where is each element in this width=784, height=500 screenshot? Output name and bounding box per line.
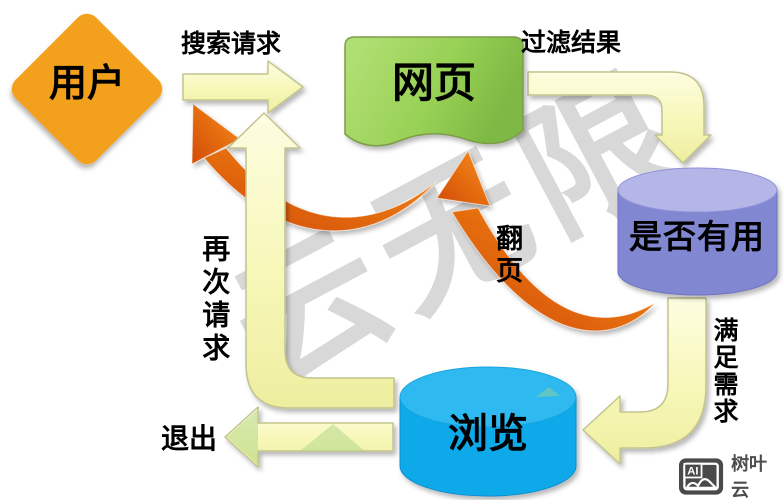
watermark-leaf-fragments	[227, 387, 560, 465]
curved-arrow-page-turn	[436, 149, 656, 332]
edge-request-again-label: 再次请求	[199, 234, 231, 366]
node-user-diamond	[11, 13, 163, 165]
arrow-search-request	[182, 60, 304, 114]
node-browse-label: 浏览	[448, 412, 528, 456]
logo-brand-name: 树叶云	[731, 454, 768, 500]
ai-image-icon: AI	[678, 457, 724, 495]
arrow-request-again-up	[227, 112, 395, 409]
node-browse-cylinder	[399, 366, 577, 497]
mountains-icon	[685, 477, 717, 489]
edge-search-request-label: 搜索请求	[181, 30, 282, 58]
edge-filter-results-label: 过滤结果	[521, 29, 622, 57]
arrow-filter-results	[527, 71, 712, 164]
node-useful-label: 是否有用	[629, 218, 765, 255]
logo-ai-text: AI	[687, 465, 698, 477]
edge-exit-label: 退出	[161, 423, 218, 454]
brand-logo: AI 树叶云	[678, 450, 784, 500]
arrow-satisfy-needs	[582, 297, 707, 465]
node-webpage-document	[344, 36, 524, 147]
edge-satisfy-needs-label: 满足需求	[710, 317, 738, 425]
node-webpage-label: 网页	[391, 59, 476, 106]
node-useful-cylinder	[617, 167, 778, 296]
node-user-label: 用户	[48, 63, 125, 105]
edge-page-turn-label: 翻页	[492, 224, 523, 288]
